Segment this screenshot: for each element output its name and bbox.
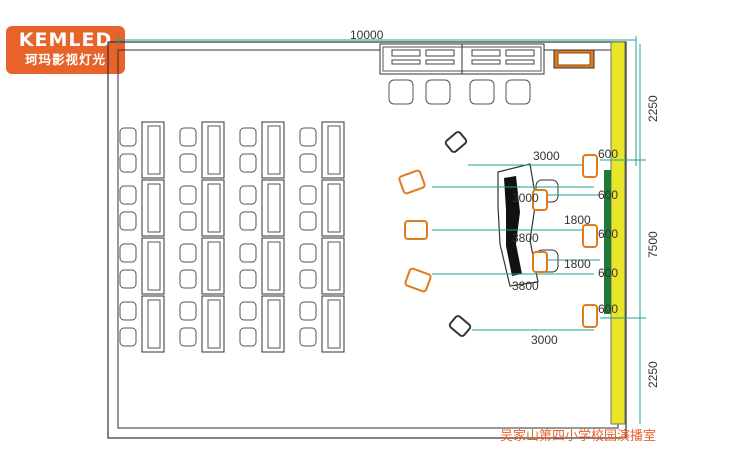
student-chair [179, 185, 197, 205]
plan-caption: 吴家山第四小学校园演播室 [500, 429, 657, 444]
desk-block [119, 179, 165, 237]
desk-block [119, 121, 165, 179]
dimension-desk-offset-lower: 1800 [564, 257, 591, 271]
desk-block [179, 237, 225, 295]
student-chair [119, 327, 137, 347]
dimension-right-top: 2250 [646, 95, 660, 122]
student-chair [299, 127, 317, 147]
student-chair [119, 127, 137, 147]
dimension-spacing-3: 600 [598, 227, 618, 241]
dimension-right-bottom: 2250 [646, 361, 660, 388]
desk-block [239, 295, 285, 353]
anchor-desk-top [504, 176, 522, 276]
student-chair [299, 269, 317, 289]
light-fixture [398, 169, 426, 195]
student-chair [179, 301, 197, 321]
student-chair [299, 301, 317, 321]
student-chair [239, 185, 257, 205]
dimension-light-mid3: 3800 [512, 279, 539, 293]
dimension-light-bottom: 3000 [531, 333, 558, 347]
student-chair [119, 243, 137, 263]
student-chair [299, 211, 317, 231]
light-fixture [404, 220, 428, 240]
student-chair [119, 269, 137, 289]
student-chair [239, 243, 257, 263]
student-chair [179, 269, 197, 289]
dimension-spacing-4: 600 [598, 266, 618, 280]
student-chair [179, 153, 197, 173]
desk-block [299, 179, 345, 237]
student-chair [179, 243, 197, 263]
student-chair [299, 327, 317, 347]
desk-block [239, 179, 285, 237]
light-fixture [444, 131, 468, 153]
desk-block [119, 237, 165, 295]
outer-wall [107, 41, 627, 439]
desk-block [179, 295, 225, 353]
student-chair [299, 153, 317, 173]
studio-lights [398, 131, 598, 337]
student-chair [119, 153, 137, 173]
kemled-logo: KEMLED 珂玛影视灯光 [6, 26, 125, 74]
light-fixture [582, 154, 598, 178]
dimension-spacing-2: 600 [598, 188, 618, 202]
student-chair [179, 127, 197, 147]
student-chair [299, 243, 317, 263]
light-fixture [532, 251, 548, 273]
console-chairs [388, 79, 531, 105]
student-seating [119, 121, 345, 353]
desk-block [239, 237, 285, 295]
light-fixture [582, 224, 598, 248]
desk-block [179, 121, 225, 179]
inner-wall [117, 49, 619, 429]
dimension-top-width: 10000 [350, 28, 384, 42]
control-console [379, 43, 545, 75]
dimension-light-mid1: 3000 [512, 191, 539, 205]
light-fixture [582, 304, 598, 328]
light-fixture [532, 189, 548, 211]
student-chair [179, 211, 197, 231]
light-sight-lines [432, 164, 600, 331]
desk-block [299, 237, 345, 295]
student-chair [239, 269, 257, 289]
light-fixture [448, 315, 472, 337]
student-chair [299, 185, 317, 205]
student-chair [119, 211, 137, 231]
logo-brand: KEMLED [18, 29, 113, 51]
dimension-right-mid: 7500 [646, 231, 660, 258]
student-chair [239, 211, 257, 231]
dimension-spacing-5: 600 [598, 302, 618, 316]
desk-block [119, 295, 165, 353]
student-chair [239, 153, 257, 173]
equipment-rack-panel [557, 52, 591, 66]
student-chair [119, 301, 137, 321]
dimension-spacing-1: 600 [598, 147, 618, 161]
dimension-light-mid2: 3800 [512, 231, 539, 245]
student-chair [119, 185, 137, 205]
dimension-desk-offset-upper: 1800 [564, 213, 591, 227]
student-chair [239, 301, 257, 321]
desk-block [239, 121, 285, 179]
green-screen [604, 170, 611, 314]
desk-block [179, 179, 225, 237]
desk-block [299, 295, 345, 353]
student-chair [239, 127, 257, 147]
desk-block [299, 121, 345, 179]
student-chair [239, 327, 257, 347]
logo-subtitle: 珂玛影视灯光 [24, 52, 106, 67]
dimension-light-top: 3000 [533, 149, 560, 163]
light-fixture [404, 267, 432, 293]
student-chair [179, 327, 197, 347]
